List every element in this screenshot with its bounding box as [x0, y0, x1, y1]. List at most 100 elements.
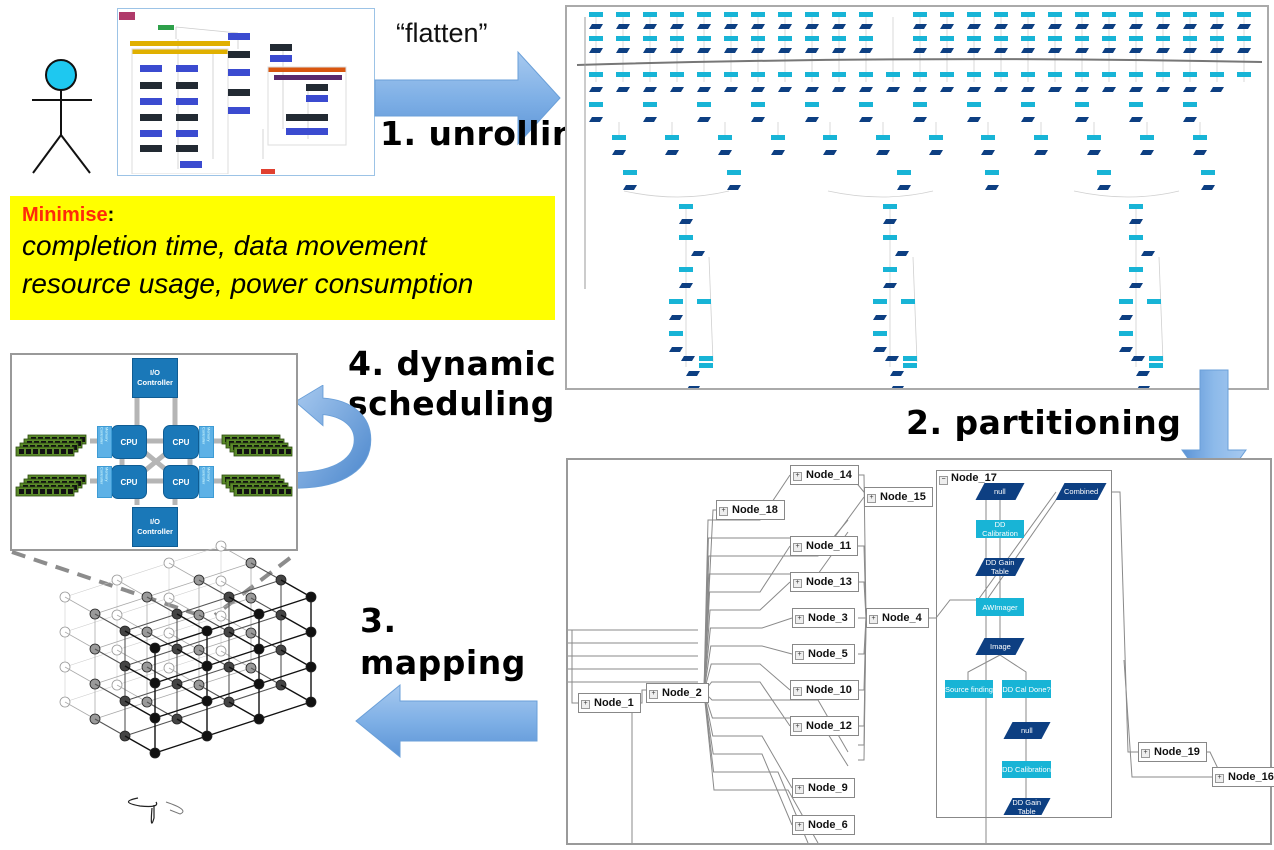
unrolled-data-node: [612, 150, 626, 155]
process-node-dd-calibration[interactable]: DD Calibration: [976, 520, 1024, 538]
data-node-dd-gain-table-2[interactable]: DD Gain Table: [1003, 798, 1051, 816]
unrolled-process-node: [1075, 12, 1089, 17]
mesh-link: [94, 666, 148, 685]
expand-icon[interactable]: +: [1141, 749, 1150, 758]
unrolled-process-node: [669, 331, 683, 336]
thumb-group: [267, 66, 347, 146]
unrolled-process-node: [718, 135, 732, 140]
expand-icon[interactable]: +: [793, 687, 802, 696]
partition-node-19[interactable]: +Node_19: [1138, 742, 1207, 762]
unrolled-data-node: [697, 48, 711, 53]
unrolled-data-node: [1102, 48, 1116, 53]
unrolled-data-node: [616, 24, 630, 29]
process-node-source-finding[interactable]: Source finding: [945, 680, 993, 698]
mesh-link: [116, 649, 148, 668]
thumb-app-node: [228, 33, 250, 40]
mesh-link: [176, 631, 230, 650]
partitioned-graph-panel: −Node_17 null Combined DD Calibration DD…: [566, 458, 1274, 845]
partition-node-10[interactable]: +Node_10: [790, 680, 859, 700]
unrolled-data-node: [1021, 48, 1035, 53]
process-node-dd-calibration-2[interactable]: DD Calibration: [1002, 761, 1051, 778]
unrolled-data-node: [616, 48, 630, 53]
expand-icon[interactable]: +: [795, 615, 804, 624]
unrolled-process-node: [967, 12, 981, 17]
expand-icon[interactable]: +: [649, 690, 658, 699]
partition-node-16[interactable]: +Node_16: [1212, 767, 1274, 787]
mesh-link: [168, 580, 222, 599]
expand-icon[interactable]: +: [581, 700, 590, 709]
dynamic-scheduling-arrow-icon: [298, 385, 372, 489]
partition-node-4[interactable]: +Node_4: [866, 608, 929, 628]
process-node-awimager[interactable]: AWImager: [976, 598, 1024, 616]
thumb-app-node: [228, 107, 250, 114]
partition-node-2[interactable]: +Node_2: [646, 683, 709, 703]
unrolled-data-node: [679, 219, 693, 224]
unrolled-process-node: [1193, 135, 1207, 140]
objectives-line-1: completion time, data movement: [22, 230, 427, 261]
partition-node-5[interactable]: +Node_5: [792, 644, 855, 664]
expand-icon[interactable]: +: [719, 507, 728, 516]
unrolled-process-node: [697, 12, 711, 17]
expand-icon[interactable]: +: [793, 472, 802, 481]
unrolled-data-node: [873, 315, 887, 320]
expand-icon[interactable]: +: [795, 822, 804, 831]
unrolled-data-node: [1183, 87, 1197, 92]
thumb-scatter-bar: [132, 49, 228, 54]
mesh-link: [176, 666, 230, 685]
mesh-link: [64, 579, 118, 598]
partition-node-9[interactable]: +Node_9: [792, 778, 855, 798]
dimm-chip: [47, 489, 52, 494]
process-node-dd-cal-done[interactable]: DD Cal Done?: [1002, 680, 1051, 698]
expand-icon[interactable]: +: [867, 494, 876, 503]
unrolled-data-node: [1183, 24, 1197, 29]
dimm-chip: [244, 489, 249, 494]
expand-icon[interactable]: +: [793, 723, 802, 732]
mesh-link: [228, 684, 282, 703]
unrolled-process-node: [903, 356, 917, 361]
mesh-link: [94, 648, 126, 667]
unrolled-data-node: [751, 24, 765, 29]
partition-node-3[interactable]: +Node_3: [792, 608, 855, 628]
expand-icon[interactable]: +: [793, 579, 802, 588]
unrolled-data-node: [1075, 87, 1089, 92]
unrolled-process-node: [1183, 12, 1197, 17]
dimm-chip: [26, 449, 31, 454]
expand-icon[interactable]: +: [1215, 774, 1224, 783]
partition-node-12[interactable]: +Node_12: [790, 716, 859, 736]
dimm-chip: [72, 445, 77, 450]
unrolled-data-node: [697, 117, 711, 122]
expand-icon[interactable]: +: [795, 785, 804, 794]
unrolled-data-node: [727, 185, 741, 190]
mesh-link: [94, 683, 126, 702]
expand-icon[interactable]: +: [793, 543, 802, 552]
thumb-app-node: [306, 95, 328, 102]
partition-node-13[interactable]: +Node_13: [790, 572, 859, 592]
unrolled-data-node: [967, 24, 981, 29]
partition-node-6[interactable]: +Node_6: [792, 815, 855, 835]
unrolled-data-node: [778, 48, 792, 53]
mesh-link: [228, 649, 282, 668]
partition-node-15[interactable]: +Node_15: [864, 487, 933, 507]
partition-node-14[interactable]: +Node_14: [790, 465, 859, 485]
data-node-dd-gain-table[interactable]: DD Gain Table: [975, 558, 1025, 576]
partition-node-1[interactable]: +Node_1: [578, 693, 641, 713]
unrolled-data-node: [1048, 87, 1062, 92]
unrolled-data-node: [805, 24, 819, 29]
expand-icon[interactable]: +: [795, 651, 804, 660]
step-1-unrolling-label: 1. unrolling: [380, 114, 600, 153]
unrolled-data-node: [1210, 24, 1224, 29]
partition-node-18[interactable]: +Node_18: [716, 500, 785, 520]
unrolled-data-node: [669, 347, 683, 352]
dimm-chip: [258, 449, 263, 454]
expand-icon[interactable]: +: [869, 615, 878, 624]
unrolled-data-node: [913, 24, 927, 29]
mesh-link: [258, 701, 312, 720]
unrolled-data-node: [1021, 117, 1035, 122]
collapse-icon[interactable]: −: [939, 476, 948, 485]
partition-edge: [703, 581, 791, 693]
unrolled-process-node: [940, 72, 954, 77]
mesh-link: [168, 545, 222, 564]
partition-node-11[interactable]: +Node_11: [790, 536, 859, 556]
dimm-chip: [33, 489, 38, 494]
thumb-end-node: [261, 169, 275, 174]
